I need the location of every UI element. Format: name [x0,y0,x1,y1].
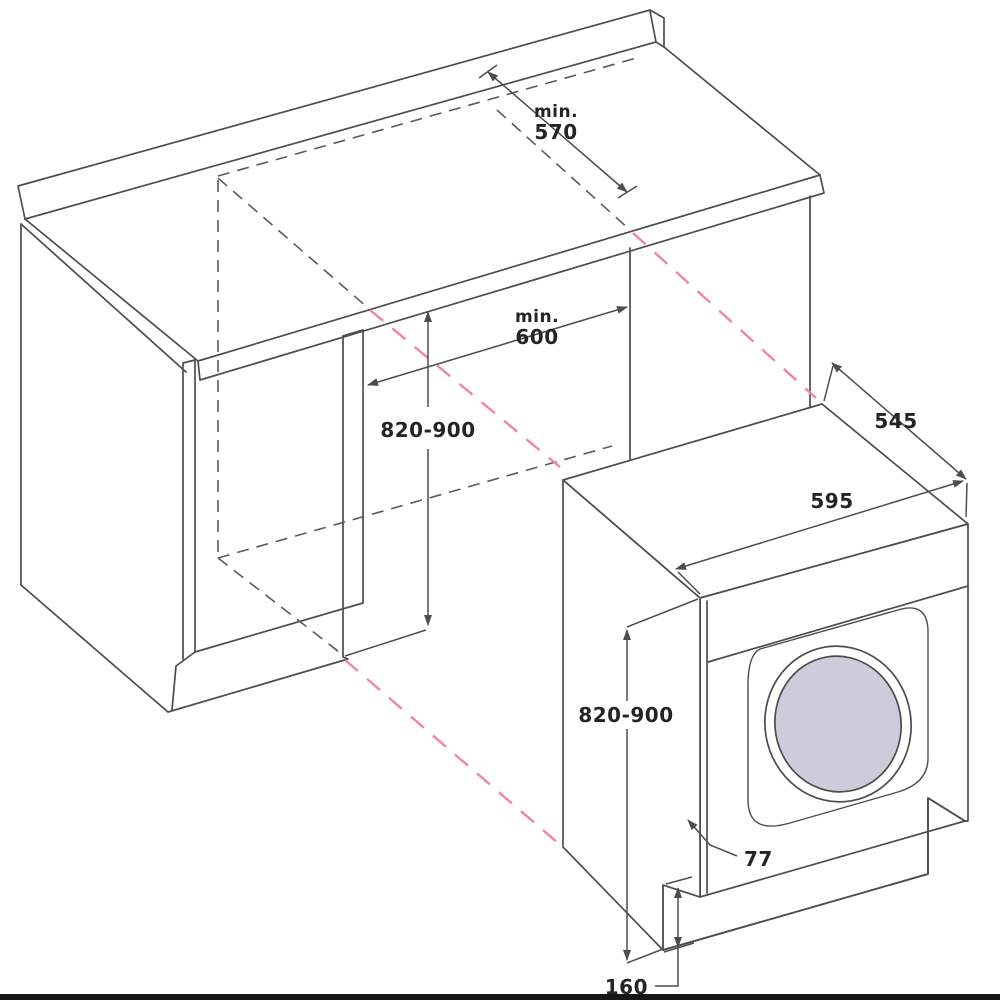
kitchen-counter [17,9,825,713]
washer-width-value: 595 [810,489,853,513]
niche-width-prefix: min. [515,307,559,327]
niche-depth-prefix: min. [534,102,578,122]
dimension-niche-width: min. 600 [367,306,628,386]
washer-side-face [562,479,701,951]
front-offset-value: 77 [744,847,773,871]
washer-height-value: 820-900 [578,703,673,727]
countertop [24,46,825,381]
niche-width-value: 600 [515,325,558,349]
control-panel-line [707,585,969,663]
left-cabinet [20,223,364,713]
dimension-niche-height: 820-900 [344,311,475,657]
door-frame [747,607,929,827]
bottom-crop-bar [0,994,1000,1000]
guide-line-top-right [632,232,817,399]
guide-line-bottom [344,659,559,844]
niche-height-value: 820-900 [380,418,475,442]
dimension-front-offset: 77 [687,819,773,871]
niche-depth-value: 570 [534,120,577,144]
dimension-washer-width: 595 [675,480,964,595]
dimension-washer-height: 820-900 [578,598,699,964]
door-glass [773,655,903,793]
dimension-niche-depth: min. 570 [478,64,638,199]
washer-depth-value: 545 [874,409,917,433]
door-outer-ring [763,645,913,803]
dimension-washer-depth: 545 [823,362,968,518]
niche-right-section [629,195,811,460]
